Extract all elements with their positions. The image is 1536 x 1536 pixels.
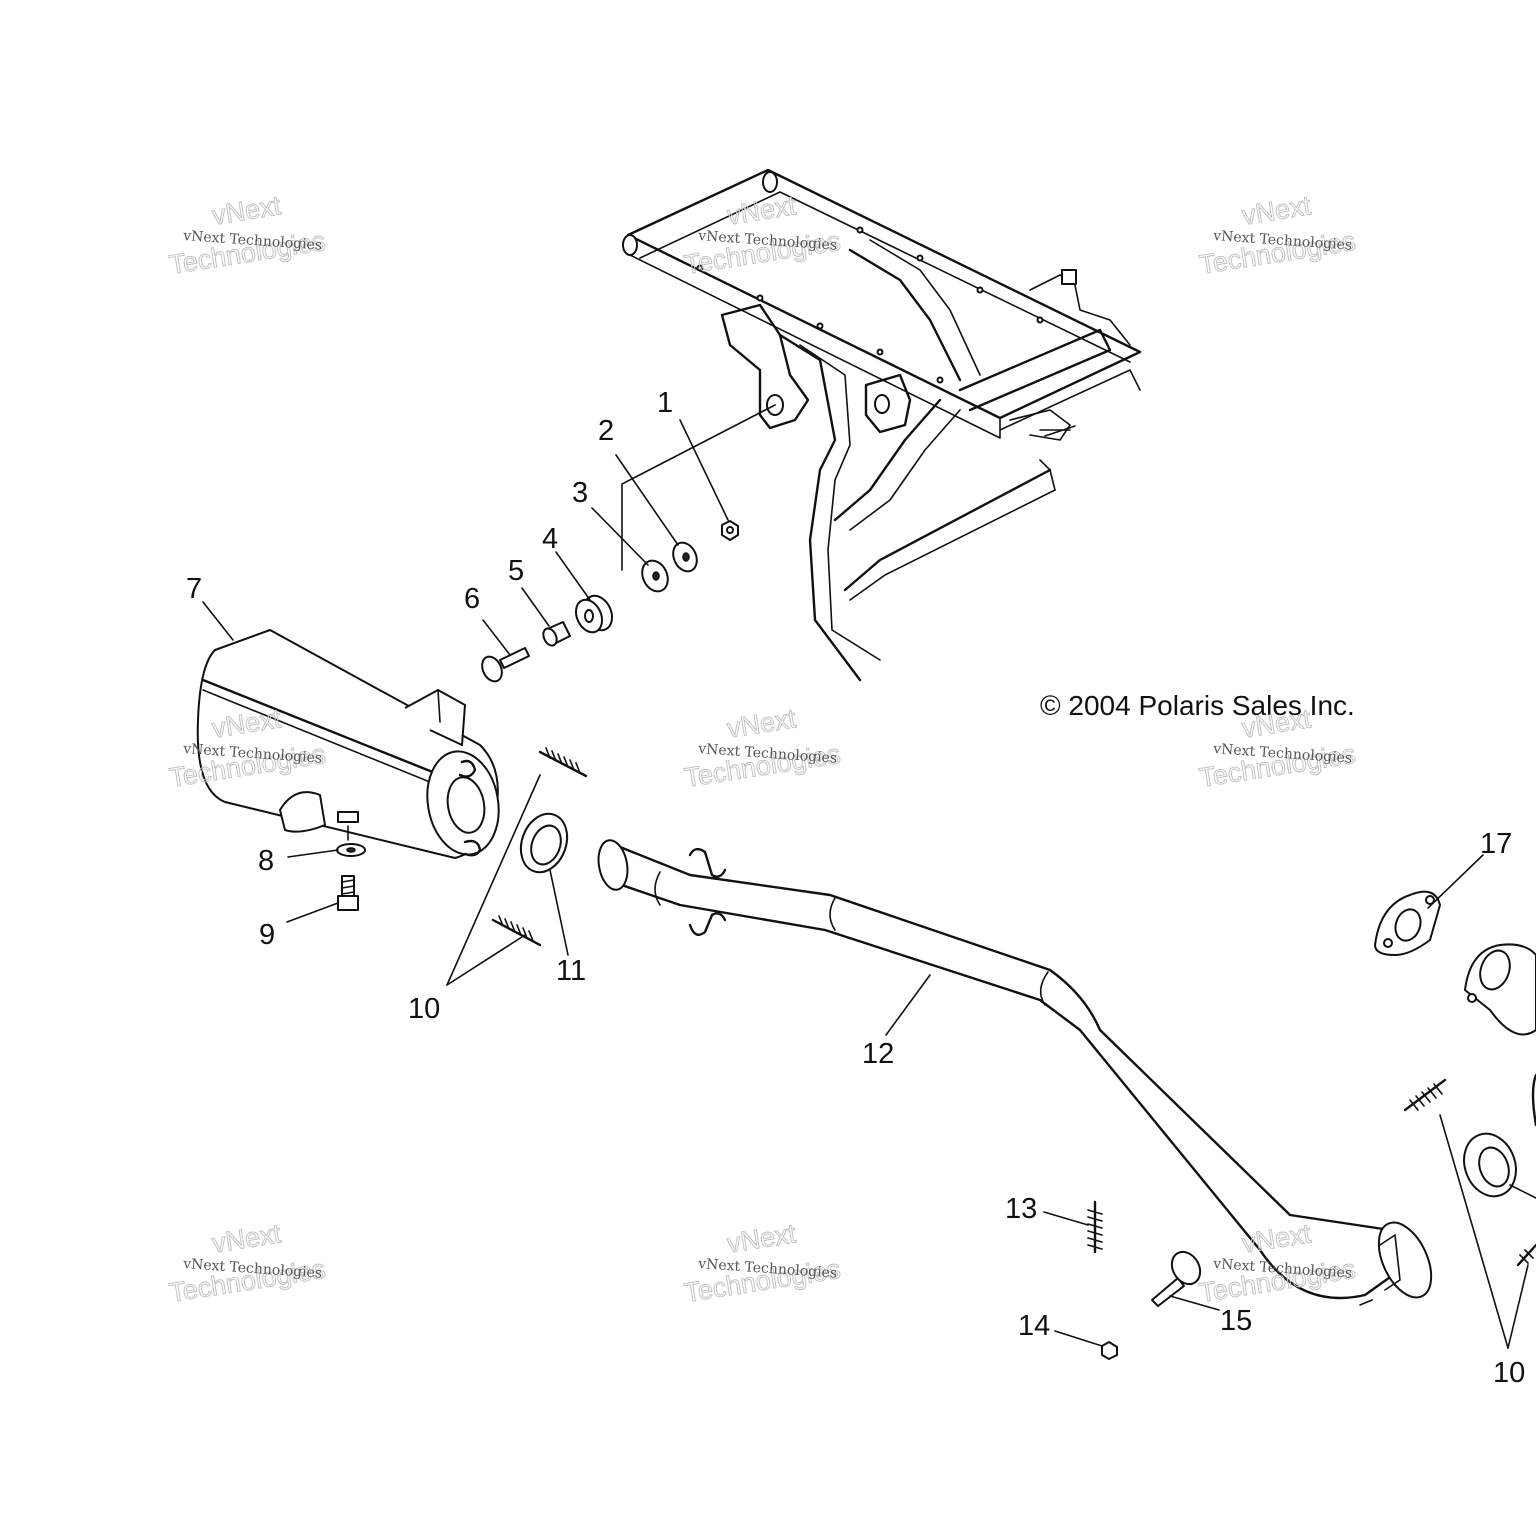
part-13-spring (1087, 1200, 1103, 1254)
part-10-springs-left (491, 747, 588, 947)
callout-12: 12 (862, 1038, 894, 1070)
part-6-bolt (481, 647, 530, 683)
callout-2: 2 (598, 415, 614, 447)
leader-lines (202, 419, 1529, 1349)
callout-7: 7 (186, 573, 202, 605)
callout-4: 4 (542, 523, 558, 555)
callout-14: 14 (1018, 1310, 1050, 1342)
mount-hardware (481, 404, 776, 683)
part-1-nut (721, 520, 739, 541)
part-8-washer (336, 825, 366, 857)
part-17-gasket (1374, 890, 1441, 956)
callout-6: 6 (464, 583, 480, 615)
part-15-bolt (1151, 1250, 1202, 1307)
svg-text:vNext: vNext (1240, 1218, 1313, 1259)
callout-labels: 1 2 3 4 5 6 7 8 9 10 11 12 13 14 15 17 1… (186, 387, 1525, 1389)
part-3-washer (641, 559, 669, 593)
callout-17: 17 (1480, 828, 1512, 860)
callout-10-left: 10 (408, 993, 440, 1025)
callout-9: 9 (259, 919, 275, 951)
part-12-head-pipe (597, 839, 1433, 1306)
svg-text:vNext: vNext (210, 190, 283, 231)
right-exhaust-assembly (1403, 943, 1536, 1267)
svg-text:vNext: vNext (1240, 190, 1313, 231)
callout-15: 15 (1220, 1305, 1252, 1337)
copyright-notice: © 2004 Polaris Sales Inc. (1040, 690, 1355, 721)
part-9-bolt (337, 875, 359, 911)
part-4-grommet (574, 594, 614, 634)
part-2-washer (672, 541, 698, 573)
callout-13: 13 (1005, 1193, 1037, 1225)
part-14-nut (1101, 1341, 1118, 1360)
svg-text:vNext: vNext (725, 190, 798, 231)
callout-1: 1 (657, 387, 673, 419)
svg-text:vNext: vNext (210, 1218, 283, 1259)
callout-3: 3 (572, 477, 588, 509)
svg-text:vNext: vNext (725, 703, 798, 744)
frame-assembly (622, 168, 1142, 682)
part-7-muffler (196, 629, 500, 859)
callout-8: 8 (258, 845, 274, 877)
svg-text:vNext: vNext (725, 1218, 798, 1259)
callout-11: 11 (556, 955, 586, 987)
part-5-sleeve (542, 621, 571, 647)
frame-rivets (696, 226, 1044, 384)
part-11-gasket (519, 812, 569, 874)
callout-5: 5 (508, 555, 524, 587)
callout-10-right: 10 (1493, 1357, 1525, 1389)
